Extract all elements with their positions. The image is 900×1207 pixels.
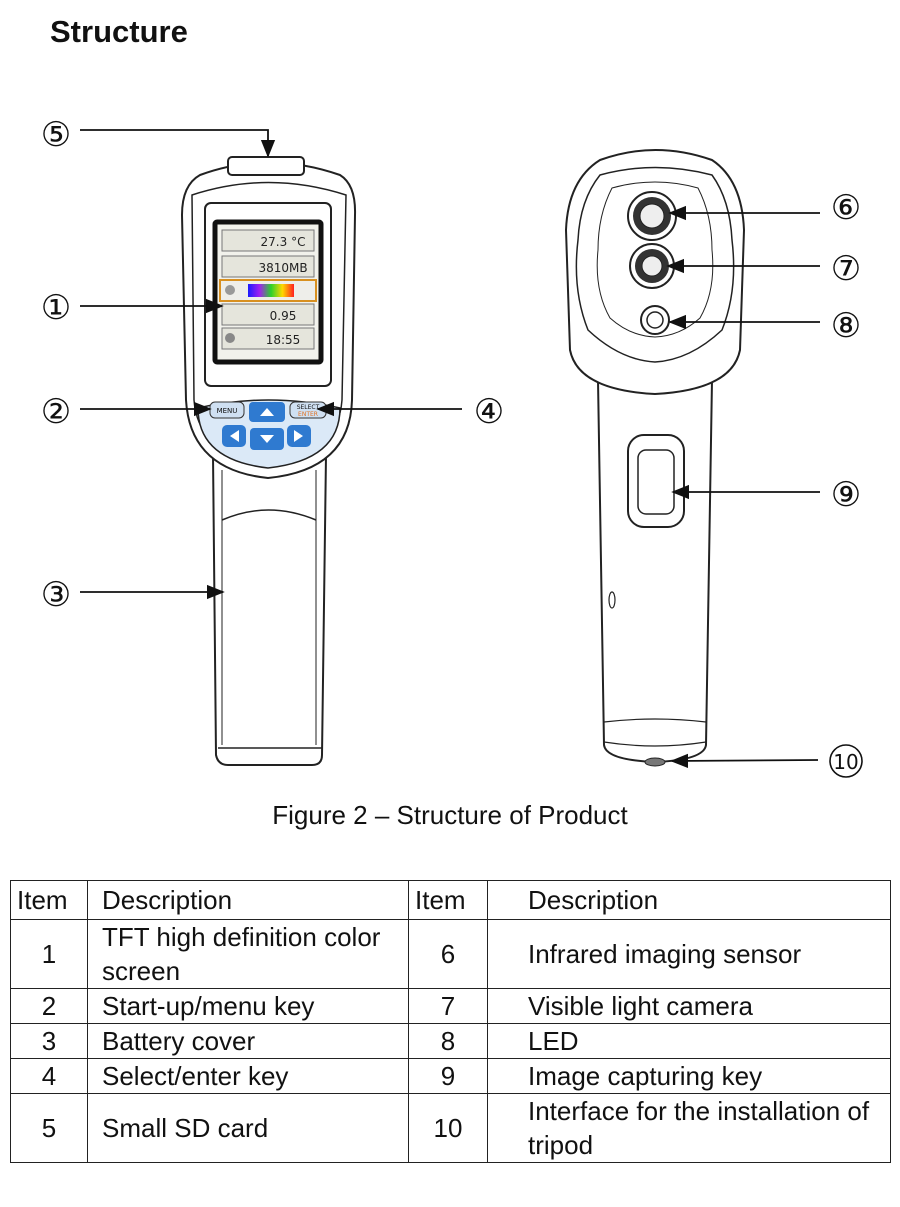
item-description: Small SD card — [87, 1093, 409, 1163]
item-number: 9 — [408, 1058, 488, 1094]
color-palette-bar — [248, 284, 294, 297]
item-number: 5 — [10, 1093, 88, 1163]
screen-readouts: 27.3 °C 3810MB 0.95 18:55 — [219, 229, 317, 350]
header-description: Description — [87, 880, 409, 920]
callout-5: ⑤ — [41, 115, 71, 155]
callout-10: 10 — [829, 744, 863, 778]
tripod-interface — [644, 757, 666, 767]
capture-key — [627, 434, 685, 528]
table-row: 2 Start-up/menu key 7 Visible light came… — [10, 988, 891, 1024]
callout-3: ③ — [41, 575, 71, 615]
item-description: Image capturing key — [487, 1058, 891, 1094]
item-number: 1 — [10, 919, 88, 989]
product-structure-figure: 27.3 °C 3810MB 0.95 18:55 MENU SELECT EN… — [41, 115, 863, 778]
item-number: 6 — [408, 919, 488, 989]
table-row: 4 Select/enter key 9 Image capturing key — [10, 1058, 891, 1094]
item-description: Infrared imaging sensor — [487, 919, 891, 989]
select-key-label: SELECT — [297, 404, 320, 411]
figure-caption: Figure 2 – Structure of Product — [272, 800, 628, 830]
svg-text:10: 10 — [833, 750, 858, 774]
item-number: 7 — [408, 988, 488, 1024]
callout-numbers: ⑤ ① ② ③ ④ ⑥ ⑦ ⑧ ⑨ — [41, 115, 861, 615]
table-row: 3 Battery cover 8 LED — [10, 1023, 891, 1059]
table-row: 1 TFT high definition color screen 6 Inf… — [10, 919, 891, 989]
sd-card-slot — [227, 156, 305, 176]
keypad: MENU SELECT ENTER — [197, 399, 341, 469]
header-item: Item — [408, 880, 488, 920]
callout-4: ④ — [474, 392, 504, 432]
callout-leaders — [80, 129, 820, 769]
item-number: 10 — [408, 1093, 488, 1163]
item-number: 2 — [10, 988, 88, 1024]
item-number: 3 — [10, 1023, 88, 1059]
item-description: TFT high definition color screen — [87, 919, 409, 989]
callout-7: ⑦ — [831, 249, 861, 289]
rear-view — [564, 149, 746, 767]
item-description: Visible light camera — [487, 988, 891, 1024]
parts-table: Item Description Item Description 1 TFT … — [10, 880, 891, 1163]
item-description: Battery cover — [87, 1023, 409, 1059]
callout-2: ② — [41, 392, 71, 432]
front-handle — [212, 454, 327, 766]
item-description: Start-up/menu key — [87, 988, 409, 1024]
header-item: Item — [10, 880, 88, 920]
page-heading: Structure — [50, 14, 188, 49]
item-description: Select/enter key — [87, 1058, 409, 1094]
header-description: Description — [487, 880, 891, 920]
screen-emissivity: 0.95 — [270, 309, 297, 323]
item-number: 4 — [10, 1058, 88, 1094]
item-number: 8 — [408, 1023, 488, 1059]
rear-lenses — [627, 191, 677, 335]
screen-time: 18:55 — [266, 333, 301, 347]
callout-8: ⑧ — [831, 306, 861, 346]
table-header-row: Item Description Item Description — [10, 880, 891, 920]
callout-1: ① — [41, 288, 71, 328]
screen-temperature: 27.3 °C — [261, 235, 306, 249]
callout-6: ⑥ — [831, 188, 861, 228]
screen-storage: 3810MB — [258, 261, 307, 275]
table-row: 5 Small SD card 10 Interface for the ins… — [10, 1093, 891, 1163]
item-description: LED — [487, 1023, 891, 1059]
item-description: Interface for the installation of tripod — [487, 1093, 891, 1163]
enter-key-label: ENTER — [298, 411, 318, 418]
menu-key-label: MENU — [217, 407, 238, 415]
callout-9: ⑨ — [831, 475, 861, 515]
